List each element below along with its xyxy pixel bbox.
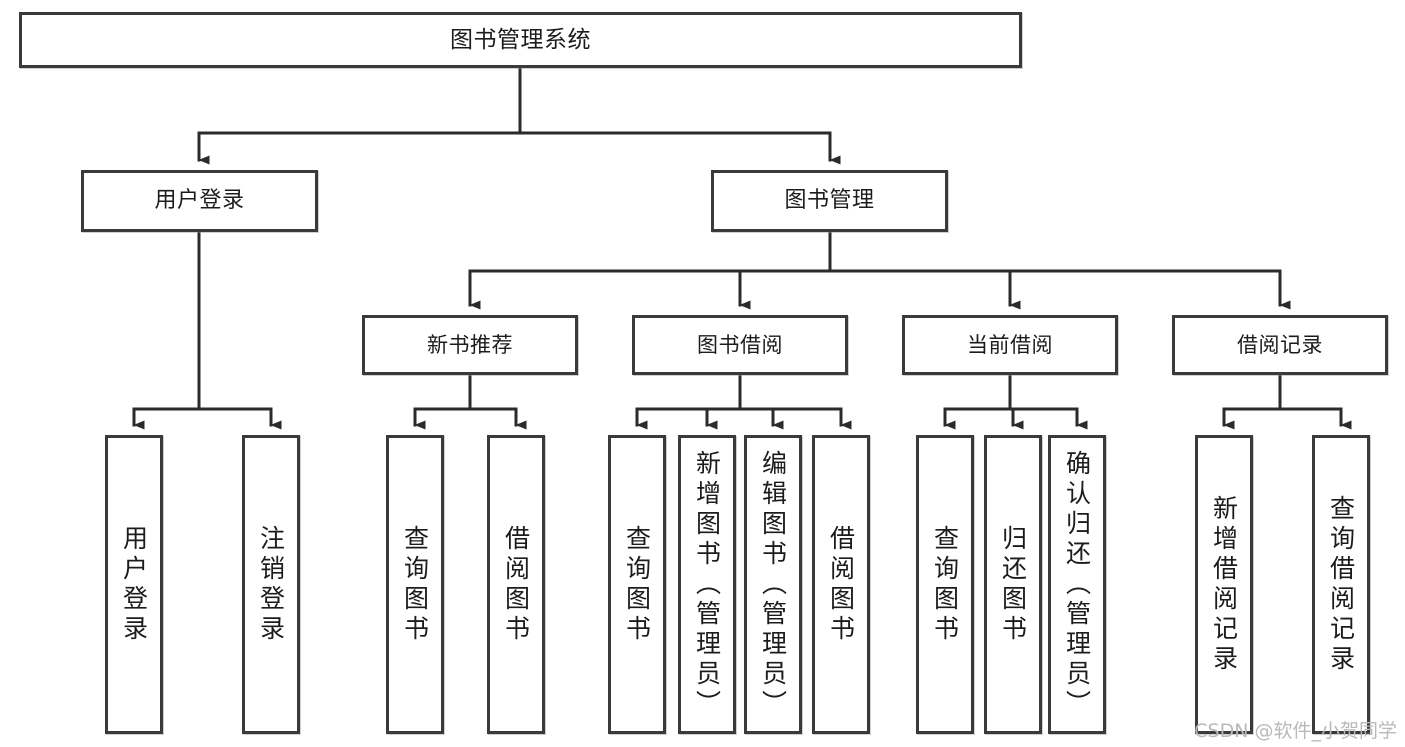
node-leaf-edit-book[interactable]: 编辑图书（管理员） (744, 435, 802, 734)
node-label: 借阅图书 (501, 524, 531, 645)
node-leaf-add-book[interactable]: 新增图书（管理员） (678, 435, 736, 734)
node-leaf-borrow-book-1[interactable]: 借阅图书 (487, 435, 545, 734)
node-label: 新书推荐 (427, 332, 513, 357)
node-label: 注销登录 (256, 524, 286, 645)
node-leaf-query-book-2[interactable]: 查询图书 (608, 435, 666, 734)
node-label: 图书借阅 (697, 332, 783, 357)
node-root-system[interactable]: 图书管理系统 (19, 12, 1022, 68)
node-label: 编辑图书（管理员） (758, 449, 788, 720)
node-user-login[interactable]: 用户登录 (81, 170, 318, 232)
node-leaf-return-book[interactable]: 归还图书 (984, 435, 1042, 734)
node-label: 确认归还（管理员） (1062, 449, 1092, 720)
node-leaf-query-book-1[interactable]: 查询图书 (386, 435, 444, 734)
node-leaf-borrow-book-2[interactable]: 借阅图书 (812, 435, 870, 734)
node-label: 图书管理 (784, 188, 875, 214)
node-label: 图书管理系统 (450, 26, 591, 53)
node-label: 新增图书（管理员） (692, 449, 722, 720)
node-label: 归还图书 (998, 524, 1028, 645)
node-leaf-user-login[interactable]: 用户登录 (105, 435, 163, 734)
node-borrow-record[interactable]: 借阅记录 (1172, 315, 1388, 375)
node-leaf-user-logout[interactable]: 注销登录 (242, 435, 300, 734)
node-label: 用户登录 (119, 524, 149, 645)
node-book-borrow[interactable]: 图书借阅 (632, 315, 848, 375)
node-label: 查询图书 (400, 524, 430, 645)
node-leaf-add-record[interactable]: 新增借阅记录 (1195, 435, 1253, 734)
node-label: 新增借阅记录 (1209, 494, 1239, 675)
node-label: 当前借阅 (967, 332, 1053, 357)
node-label: 查询图书 (930, 524, 960, 645)
node-label: 借阅记录 (1237, 332, 1323, 357)
node-leaf-query-record[interactable]: 查询借阅记录 (1312, 435, 1370, 734)
node-label: 用户登录 (154, 188, 245, 214)
node-label: 查询借阅记录 (1326, 494, 1356, 675)
node-leaf-query-book-3[interactable]: 查询图书 (916, 435, 974, 734)
node-current-borrow[interactable]: 当前借阅 (902, 315, 1118, 375)
watermark-text: CSDN @软件_小贺同学 (1194, 720, 1397, 742)
node-label: 借阅图书 (826, 524, 856, 645)
node-book-manage[interactable]: 图书管理 (711, 170, 948, 232)
node-leaf-confirm-return[interactable]: 确认归还（管理员） (1048, 435, 1106, 734)
node-new-book-recommend[interactable]: 新书推荐 (362, 315, 578, 375)
node-label: 查询图书 (622, 524, 652, 645)
